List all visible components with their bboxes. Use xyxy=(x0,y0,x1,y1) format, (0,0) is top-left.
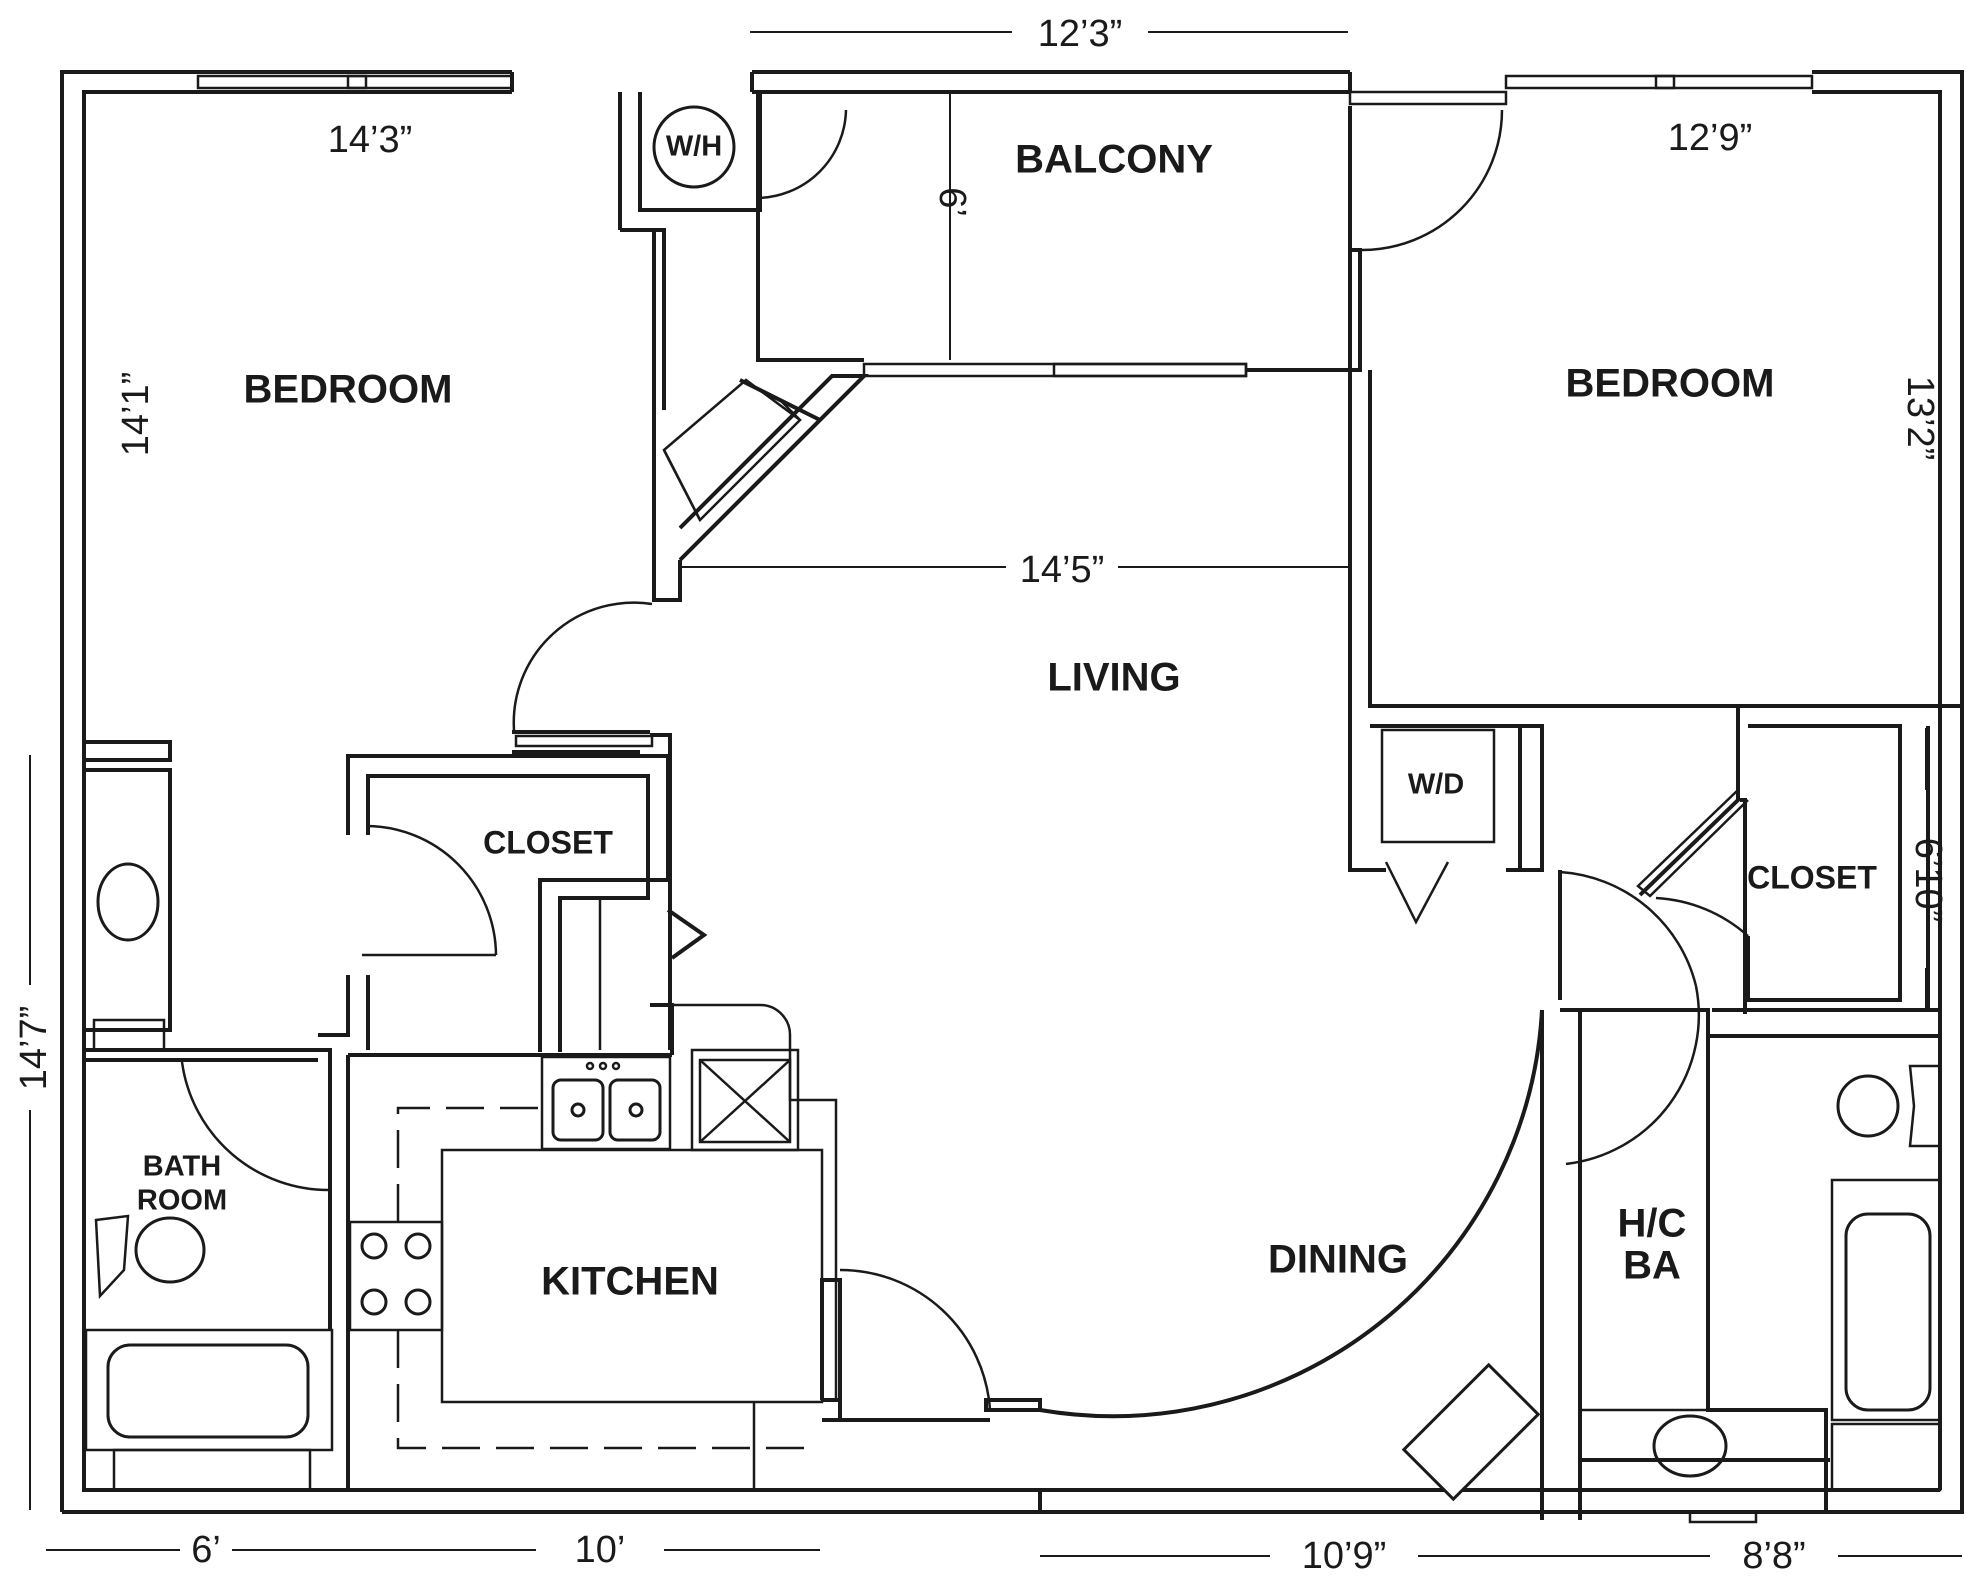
living-label: LIVING xyxy=(1047,656,1180,700)
right-bathroom xyxy=(1580,1036,1942,1524)
dimension-lines xyxy=(29,31,1962,1557)
dim-bottom-kitchen: 10’ xyxy=(575,1529,626,1571)
closet-left-label: CLOSET xyxy=(483,824,613,860)
exterior-walls xyxy=(60,70,1964,1514)
dining-label: DINING xyxy=(1268,1238,1408,1282)
dim-closet-right-depth: 6’10” xyxy=(1907,838,1949,923)
right-bedroom-walls xyxy=(1348,250,1960,1520)
dim-balcony-depth: 6’ xyxy=(931,187,973,217)
dim-bottom-dining: 10’9” xyxy=(1302,1535,1387,1577)
dim-top-overall: 12’3” xyxy=(1038,13,1123,55)
dim-left-overall: 14’7” xyxy=(13,1006,55,1091)
fireplace xyxy=(652,228,869,602)
left-closet xyxy=(318,754,708,1052)
balcony-area xyxy=(618,92,1504,410)
dim-bedroom-right-depth: 13’2” xyxy=(1899,376,1941,461)
hc-bath-label-line2: BA xyxy=(1623,1244,1681,1288)
dim-bottom-bath: 6’ xyxy=(191,1529,221,1571)
water-heater-icon xyxy=(652,105,736,189)
dim-bedroom-right-width: 12’9” xyxy=(1668,117,1753,159)
water-heater-label: W/H xyxy=(666,131,722,163)
bedroom-left-label: BEDROOM xyxy=(244,368,453,412)
left-bedroom-walls xyxy=(84,601,672,1052)
windows xyxy=(196,74,1814,106)
balcony-label: BALCONY xyxy=(1015,138,1213,182)
hc-bath-label-line1: H/C xyxy=(1618,1202,1687,1246)
bedroom-right-label: BEDROOM xyxy=(1566,362,1775,406)
dim-bedroom-left-depth: 14’1” xyxy=(115,372,157,457)
dim-bedroom-left-width: 14’3” xyxy=(328,119,413,161)
bathroom-label-line2: ROOM xyxy=(137,1185,227,1217)
kitchen xyxy=(346,1003,1042,1490)
bathroom-label-line1: BATH xyxy=(143,1151,221,1183)
closet-right-label: CLOSET xyxy=(1747,859,1877,895)
dim-living-width: 14’5” xyxy=(1020,549,1105,591)
left-bathroom xyxy=(84,1048,334,1492)
kitchen-label: KITCHEN xyxy=(541,1260,719,1304)
dim-bottom-hc-bath: 8’8” xyxy=(1742,1535,1805,1577)
washer-dryer-label: W/D xyxy=(1408,769,1464,801)
dining-curve xyxy=(1039,1009,1544,1520)
